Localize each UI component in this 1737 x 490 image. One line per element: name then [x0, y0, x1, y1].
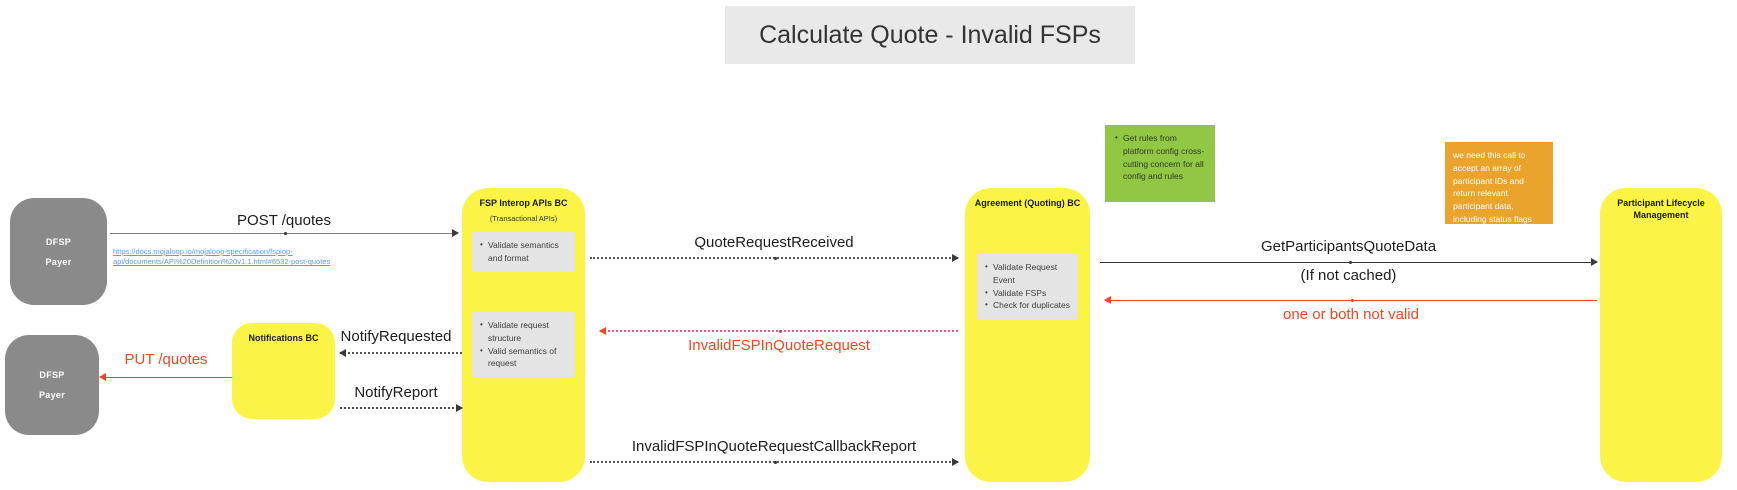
message-label-get-participants-quote-data: GetParticipantsQuoteData	[1260, 238, 1437, 255]
spec-link-line1: https://docs.mojaloop.io/mojaloop-specif…	[113, 247, 293, 256]
arrowhead-right-icon	[1591, 258, 1598, 266]
arrowhead-right-icon	[952, 254, 959, 262]
connector-midpoint-dot	[779, 329, 782, 333]
actor-label-line2: Payer	[45, 256, 72, 267]
actor-label: FSP Interop APIs BC	[479, 198, 568, 208]
message-label-notify-report: NotifyReport	[354, 384, 438, 401]
actor-label-line2: Payer	[38, 390, 66, 400]
actor-label-line1: DFSP	[39, 370, 65, 380]
actor-sublabel: (Transactional APIs)	[489, 213, 558, 223]
arrowhead-right-icon	[952, 458, 959, 466]
arrowhead-right-icon	[452, 229, 459, 237]
task-item: Valid semantics of request	[478, 345, 569, 371]
message-label-invalid-fsp-callback-report: InvalidFSPInQuoteRequestCallbackReport	[631, 438, 917, 455]
connector-invalid-fsp-callback-report	[590, 458, 959, 466]
actor-participant-lifecycle-management: Participant Lifecycle Management	[1600, 188, 1722, 482]
task-item: Validate FSPs	[983, 287, 1072, 300]
task-box-validate-event: Validate Request Event Validate FSPs Che…	[977, 254, 1078, 319]
actor-label: Notifications BC	[248, 333, 319, 343]
connector-put-quotes	[99, 373, 232, 381]
task-item: Check for duplicates	[983, 299, 1072, 312]
arrowhead-right-icon	[456, 404, 463, 412]
connector-one-or-both-not-valid	[1104, 296, 1597, 304]
diagram-title: Calculate Quote - Invalid FSPs	[759, 20, 1101, 49]
actor-agreement-quoting-bc: Agreement (Quoting) BC Validate Request …	[965, 188, 1090, 482]
task-item: Validate Request Event	[983, 261, 1072, 287]
arrowhead-left-icon	[599, 327, 606, 335]
actor-notifications-bc: Notifications BC	[232, 323, 335, 419]
connector-midpoint-dot	[284, 231, 287, 235]
connector-quote-request-received	[590, 254, 959, 262]
connector-midpoint-dot	[774, 256, 777, 260]
arrowhead-left-icon	[339, 349, 346, 357]
message-label-notify-requested: NotifyRequested	[340, 328, 452, 345]
note-platform-config-rules: Get rules from platform config cross-cut…	[1105, 125, 1215, 202]
actor-dfsp-payer-bottom: DFSP Payer	[5, 335, 99, 435]
actor-label: Participant Lifecycle Management	[1617, 198, 1705, 220]
task-box-validate-semantics: Validate semantics and format	[472, 232, 575, 272]
message-label-one-or-both-not-valid: one or both not valid	[1283, 306, 1419, 323]
connector-midpoint-dot	[1351, 298, 1354, 302]
task-box-validate-request: Validate request structure Valid semanti…	[472, 312, 575, 377]
arrowhead-left-icon	[1104, 296, 1111, 304]
actor-label-line1: DFSP	[45, 236, 72, 247]
spec-link-line2: api/documents/API%20Definition%20v1.1.ht…	[113, 257, 331, 267]
connector-invalid-fsp-in-quote-request	[599, 327, 958, 335]
message-label-post-quotes: POST /quotes	[237, 212, 331, 229]
arrowhead-left-icon	[99, 373, 106, 381]
actor-label: Agreement (Quoting) BC	[974, 198, 1081, 208]
note-participants-array-call: we need this call to accept an array of …	[1445, 142, 1553, 224]
connector-notify-report	[340, 404, 463, 412]
task-item: Validate semantics and format	[478, 239, 569, 265]
connector-get-participants-quote-data	[1100, 258, 1598, 266]
message-label-invalid-fsp-in-quote-request: InvalidFSPInQuoteRequest	[688, 337, 870, 354]
actor-dfsp-payer-top: DFSP Payer	[10, 198, 107, 305]
note-text: we need this call to accept an array of …	[1453, 150, 1532, 224]
note-item: Get rules from platform config cross-cut…	[1113, 132, 1207, 183]
message-label-put-quotes: PUT /quotes	[124, 351, 208, 368]
spec-link[interactable]: https://docs.mojaloop.io/mojaloop-specif…	[113, 247, 363, 267]
diagram-title-box: Calculate Quote - Invalid FSPs	[725, 6, 1135, 64]
connector-midpoint-dot	[1348, 260, 1352, 264]
connector-post-quotes	[110, 229, 459, 237]
message-label-if-not-cached: (If not cached)	[1300, 267, 1397, 284]
connector-midpoint-dot	[774, 460, 777, 464]
actor-fsp-interop-apis-bc: FSP Interop APIs BC (Transactional APIs)…	[462, 188, 585, 482]
connector-notify-requested	[339, 349, 462, 357]
task-item: Validate request structure	[478, 319, 569, 345]
message-label-quote-request-received: QuoteRequestReceived	[694, 234, 854, 251]
